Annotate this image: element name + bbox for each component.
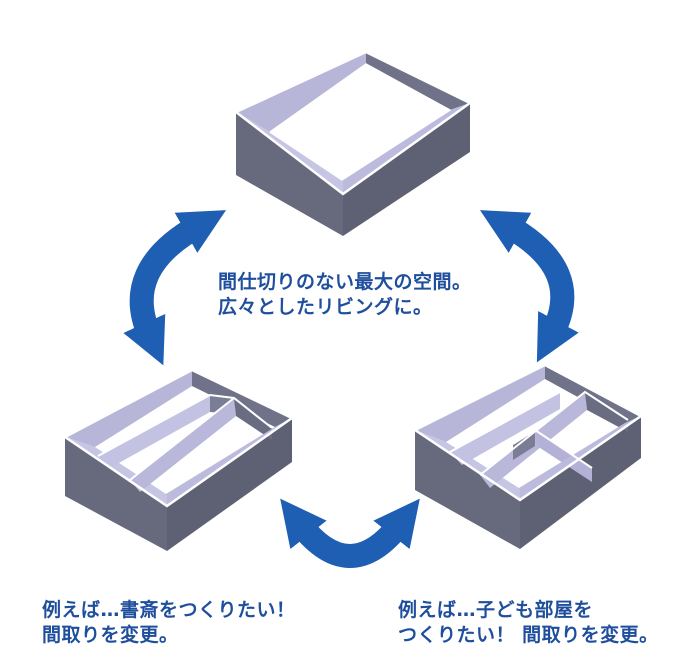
open-plan-box [235, 50, 473, 236]
box-inner-wall-back-right [366, 52, 470, 110]
partition-wall [513, 430, 535, 460]
box-inner-wall-back-left [65, 370, 192, 447]
cycle-arrow-right-icon [479, 210, 579, 363]
partition-wall [130, 398, 236, 492]
partition-rim [512, 428, 593, 469]
box-inner-wall-back-left [236, 52, 366, 132]
box-floor [270, 62, 450, 180]
caption-line: 例えば…子ども部屋を [398, 599, 594, 621]
child-room-layout-box [414, 363, 644, 549]
partition-rim [97, 393, 273, 457]
box-inner-wall-back-right [192, 370, 292, 427]
partition-rim [129, 397, 235, 481]
box-outer-wall-left [415, 430, 520, 549]
box-inner-wall-back-left [415, 365, 545, 442]
box-outer-wall-right [167, 418, 292, 551]
box-outer-wall-left [236, 112, 343, 236]
partition-wall [450, 392, 560, 465]
cycle-arrow-bottom-icon [280, 498, 420, 568]
box-rim [235, 50, 473, 196]
partition-wall [585, 392, 628, 432]
caption-open-plan: 間仕切りのない最大の空間。 広々としたリビングに。 [218, 270, 472, 320]
box-outer-wall-right [520, 416, 641, 549]
box-rim-inner [269, 63, 452, 181]
box-outer-wall-left [65, 437, 167, 551]
study-layout-box [64, 368, 295, 551]
caption-line: つくりたい！ 間取りを変更。 [398, 624, 659, 646]
caption-line: 間仕切りのない最大の空間。 [218, 271, 472, 293]
caption-line: 広々としたリビングに。 [218, 296, 433, 318]
caption-study: 例えば…書斎をつくりたい！ 間取りを変更。 [42, 598, 296, 648]
partition-wall [98, 395, 210, 468]
caption-child-room: 例えば…子ども部屋を つくりたい！ 間取りを変更。 [398, 598, 659, 648]
caption-line: 間取りを変更。 [42, 624, 179, 646]
partition-wall [234, 398, 272, 440]
cycle-arrow-left-icon [123, 210, 227, 366]
partition-rim [449, 391, 561, 453]
box-outer-wall-right [343, 103, 470, 236]
caption-line: 例えば…書斎をつくりたい！ [42, 599, 296, 621]
partition-wall [535, 430, 592, 482]
box-rim [414, 363, 644, 502]
box-rim [64, 368, 295, 508]
partition-rim [479, 390, 629, 476]
box-inner-wall-back-right [545, 365, 641, 423]
